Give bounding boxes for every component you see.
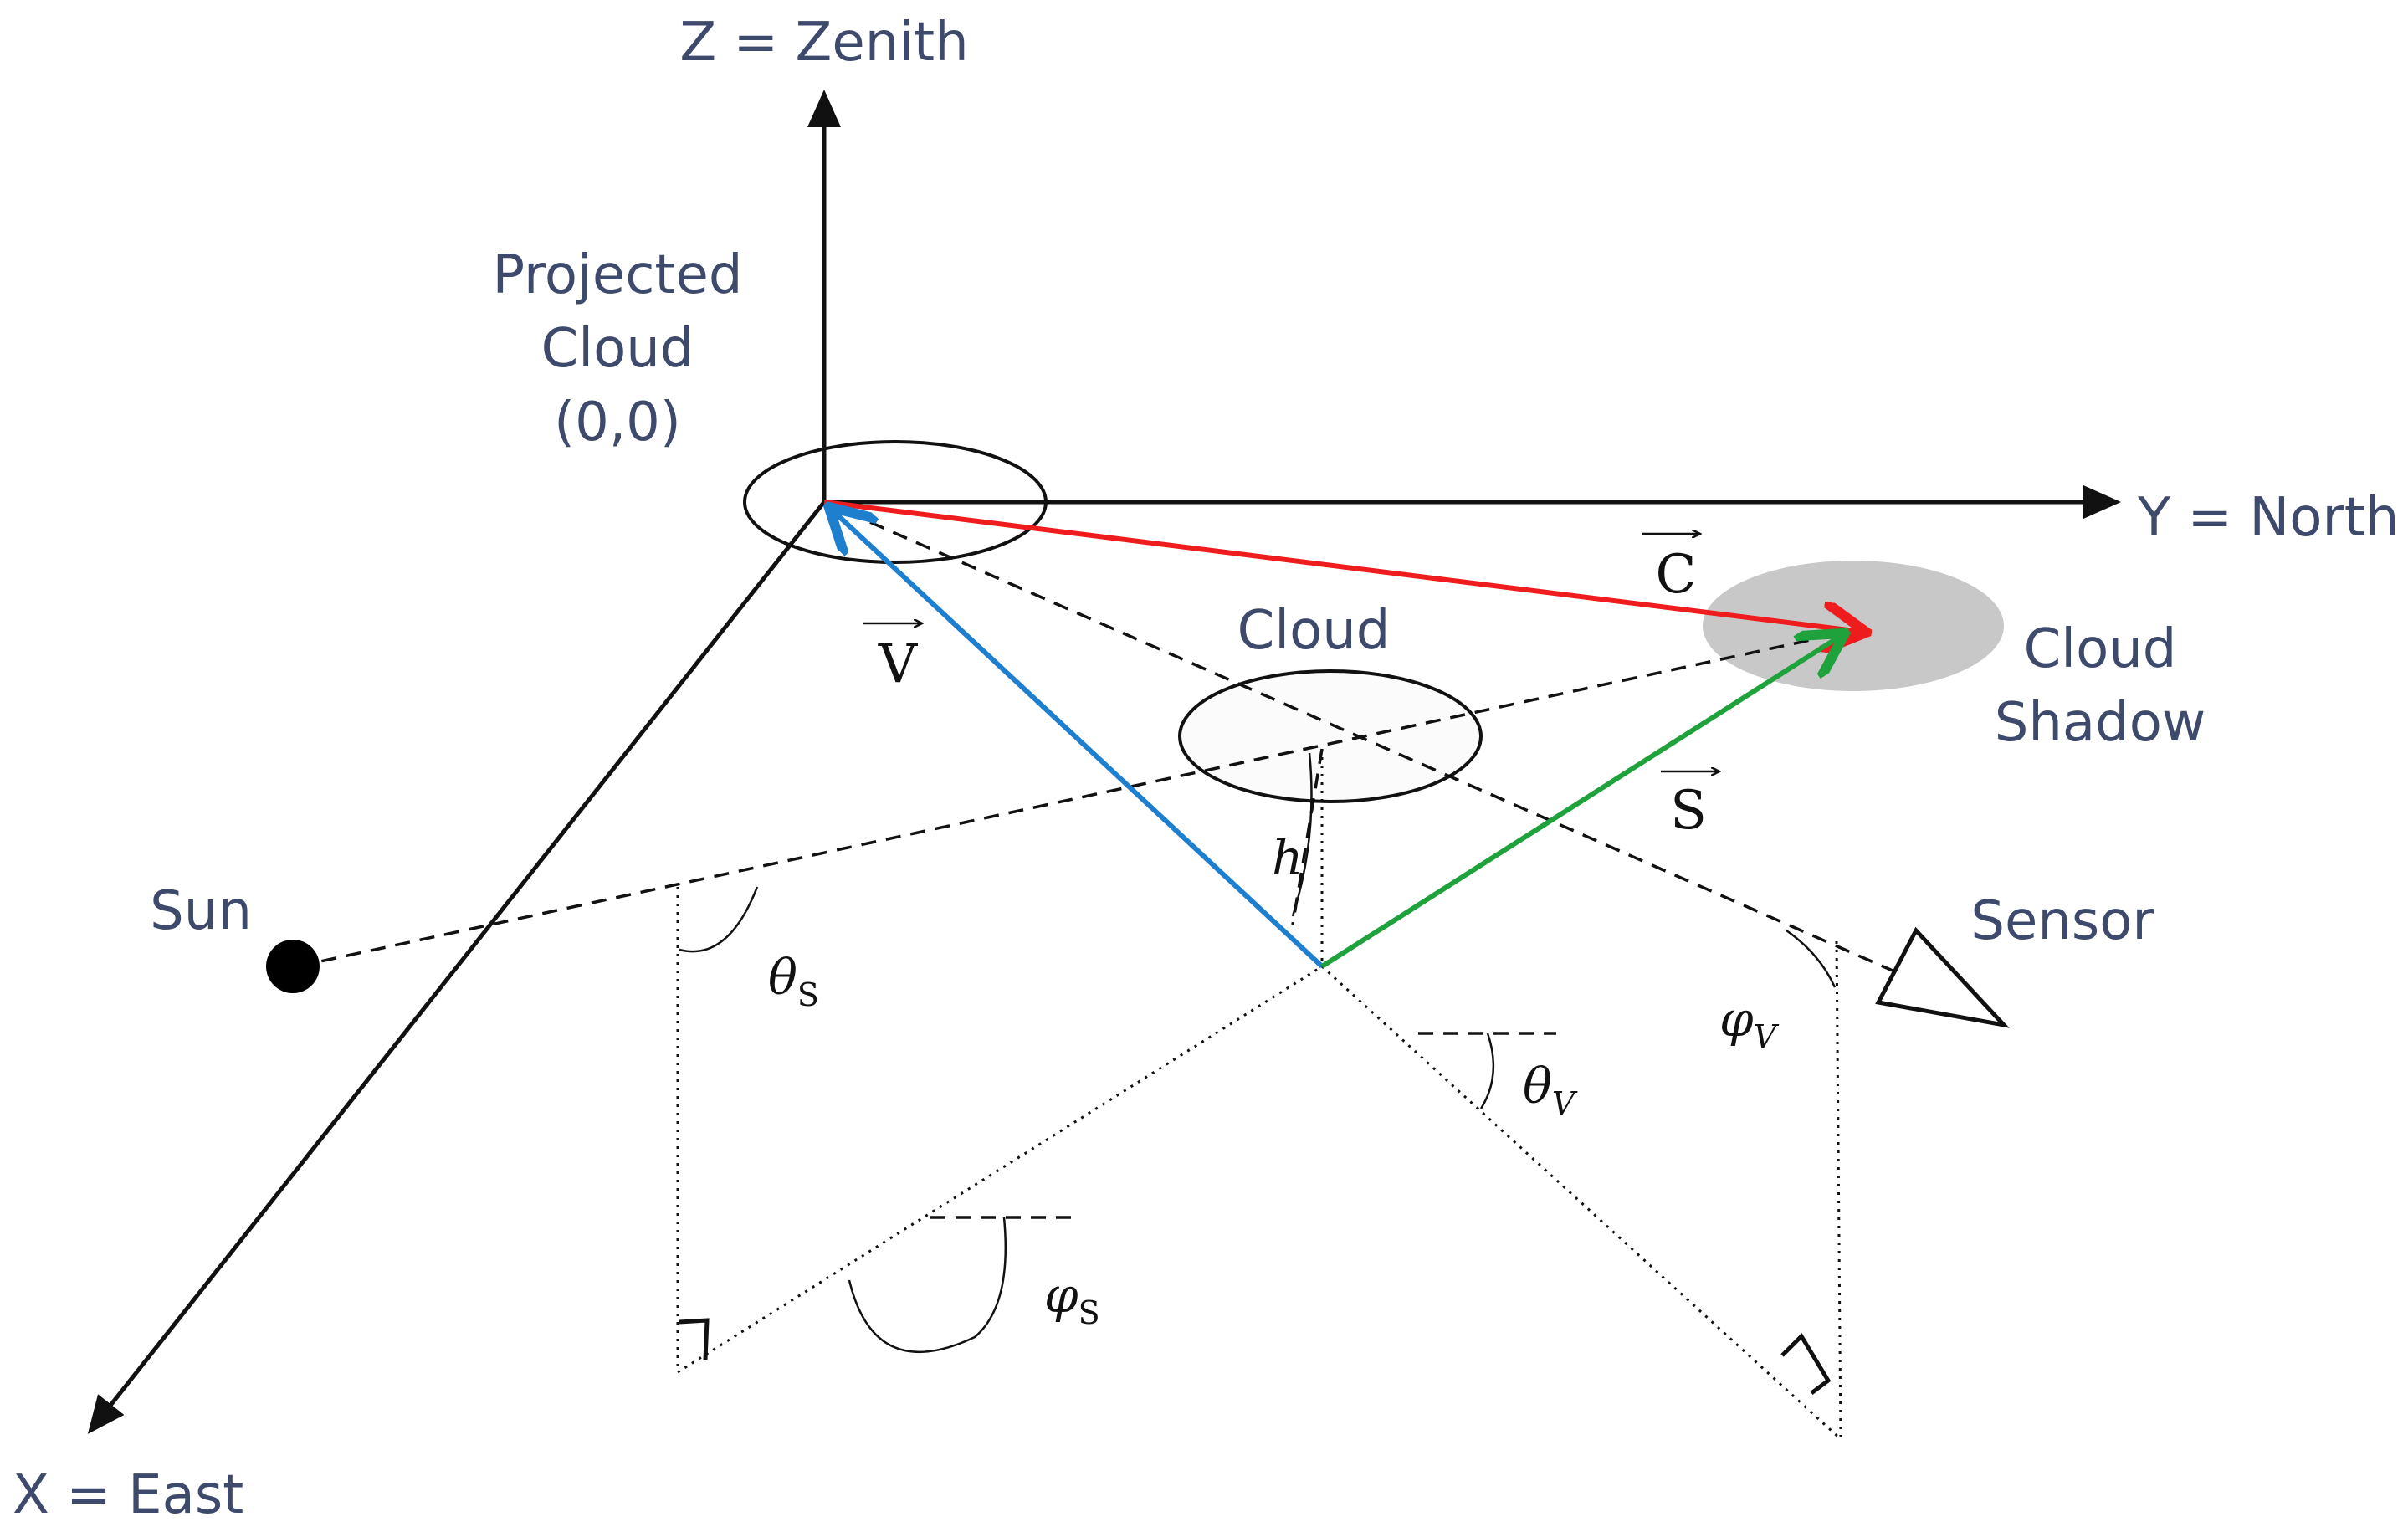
sun-icon bbox=[266, 940, 320, 993]
h-label: h bbox=[1272, 829, 1303, 886]
projected-cloud-label-line3: (0,0) bbox=[554, 392, 681, 453]
sun-label: Sun bbox=[150, 880, 252, 942]
vector-s-arrow bbox=[1320, 636, 1841, 969]
projected-cloud-label-line1: Projected bbox=[493, 244, 743, 306]
sensor-icon bbox=[1875, 926, 2010, 1028]
sensor-vertical-dotted bbox=[1835, 940, 1842, 1440]
vector-v-label: V bbox=[878, 633, 919, 695]
right-angle-sun bbox=[679, 1318, 710, 1360]
theta-v-arc bbox=[1479, 1033, 1495, 1109]
cloud-ellipse bbox=[1178, 669, 1483, 803]
z-axis-label: Z = Zenith bbox=[679, 12, 968, 74]
phi-s-arc bbox=[848, 1217, 1007, 1354]
phi-v-arc bbox=[1786, 929, 1837, 988]
x-axis-label: X = East bbox=[13, 1464, 243, 1526]
right-angle-sensor bbox=[1780, 1332, 1832, 1395]
theta-s-arc bbox=[679, 886, 759, 953]
vector-s-label: S bbox=[1670, 780, 1707, 842]
projected-cloud-label-line2: Cloud bbox=[541, 318, 694, 380]
sun-ground-dotted bbox=[677, 965, 1323, 1374]
phi-v-label: φV bbox=[1719, 991, 1780, 1055]
vector-c-label: C bbox=[1656, 544, 1697, 606]
cloud-shadow-ellipse bbox=[1703, 561, 2004, 691]
h-arc bbox=[1291, 752, 1313, 917]
vector-v-arrow bbox=[833, 510, 1324, 969]
phi-s-label: φS bbox=[1044, 1267, 1100, 1331]
cloud-height-dashed bbox=[1291, 748, 1324, 925]
theta-v-label: θV bbox=[1523, 1058, 1578, 1122]
sun-ray-dashed bbox=[296, 630, 1850, 968]
y-axis-label: Y = North bbox=[2137, 487, 2399, 549]
theta-s-label: θS bbox=[768, 949, 819, 1013]
sensor-line-dashed bbox=[823, 500, 1893, 972]
cloud-shadow-label-line1: Cloud bbox=[2024, 618, 2177, 680]
cloud-label: Cloud bbox=[1237, 600, 1391, 662]
cloud-shadow-label-line2: Shadow bbox=[1995, 692, 2206, 754]
vector-c-arrow bbox=[823, 500, 1862, 632]
x-axis-line bbox=[87, 500, 826, 1434]
sensor-label: Sensor bbox=[1970, 890, 2154, 952]
